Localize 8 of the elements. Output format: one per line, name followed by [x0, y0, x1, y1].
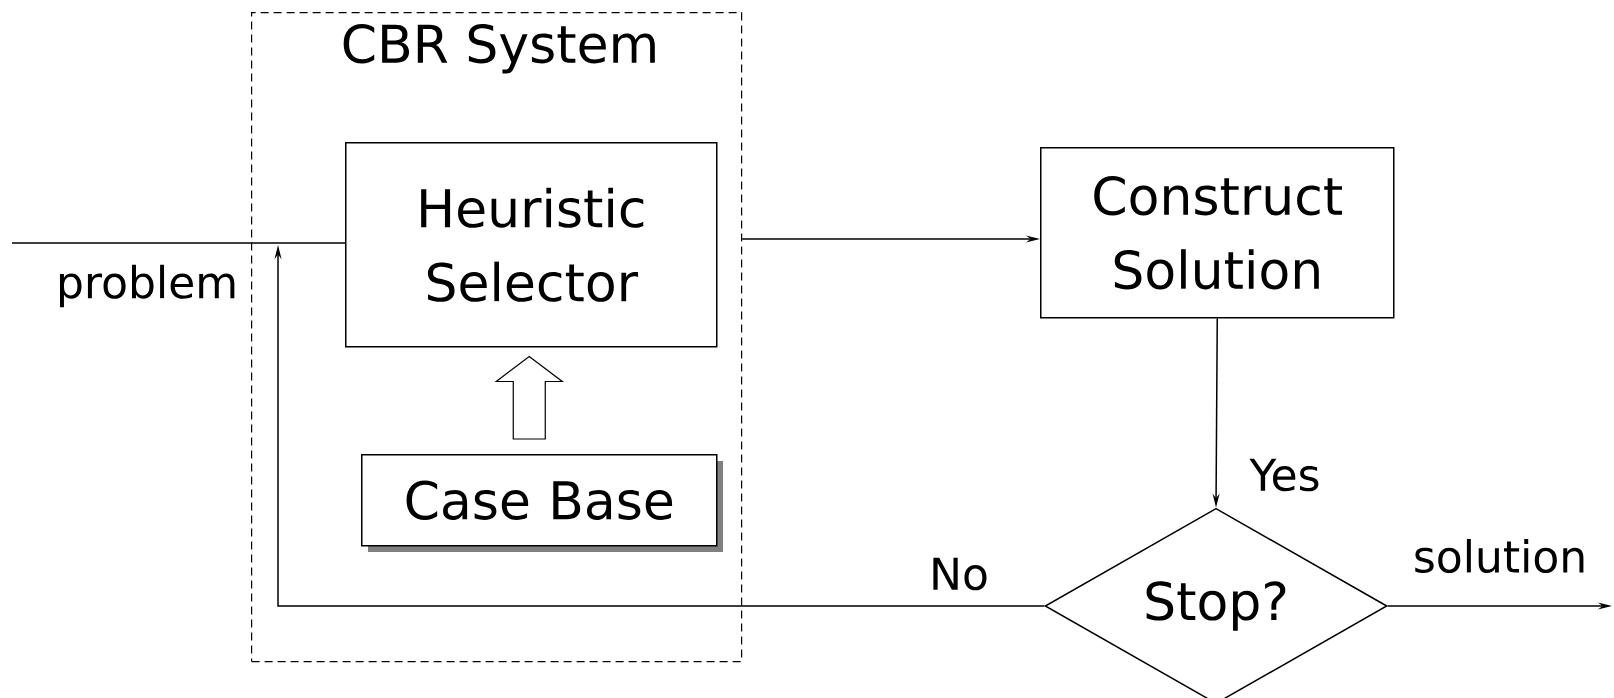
edge-label: No	[927, 555, 991, 593]
process-box: Case Base	[361, 454, 723, 552]
edge-label: solution	[1410, 536, 1590, 575]
process-box: Heuristic Selector	[345, 142, 718, 348]
block-arrow	[494, 355, 565, 440]
edge-label: Yes	[1247, 456, 1323, 494]
process-box: Construct Solution	[1040, 147, 1395, 319]
edge-label: problem	[54, 262, 241, 310]
